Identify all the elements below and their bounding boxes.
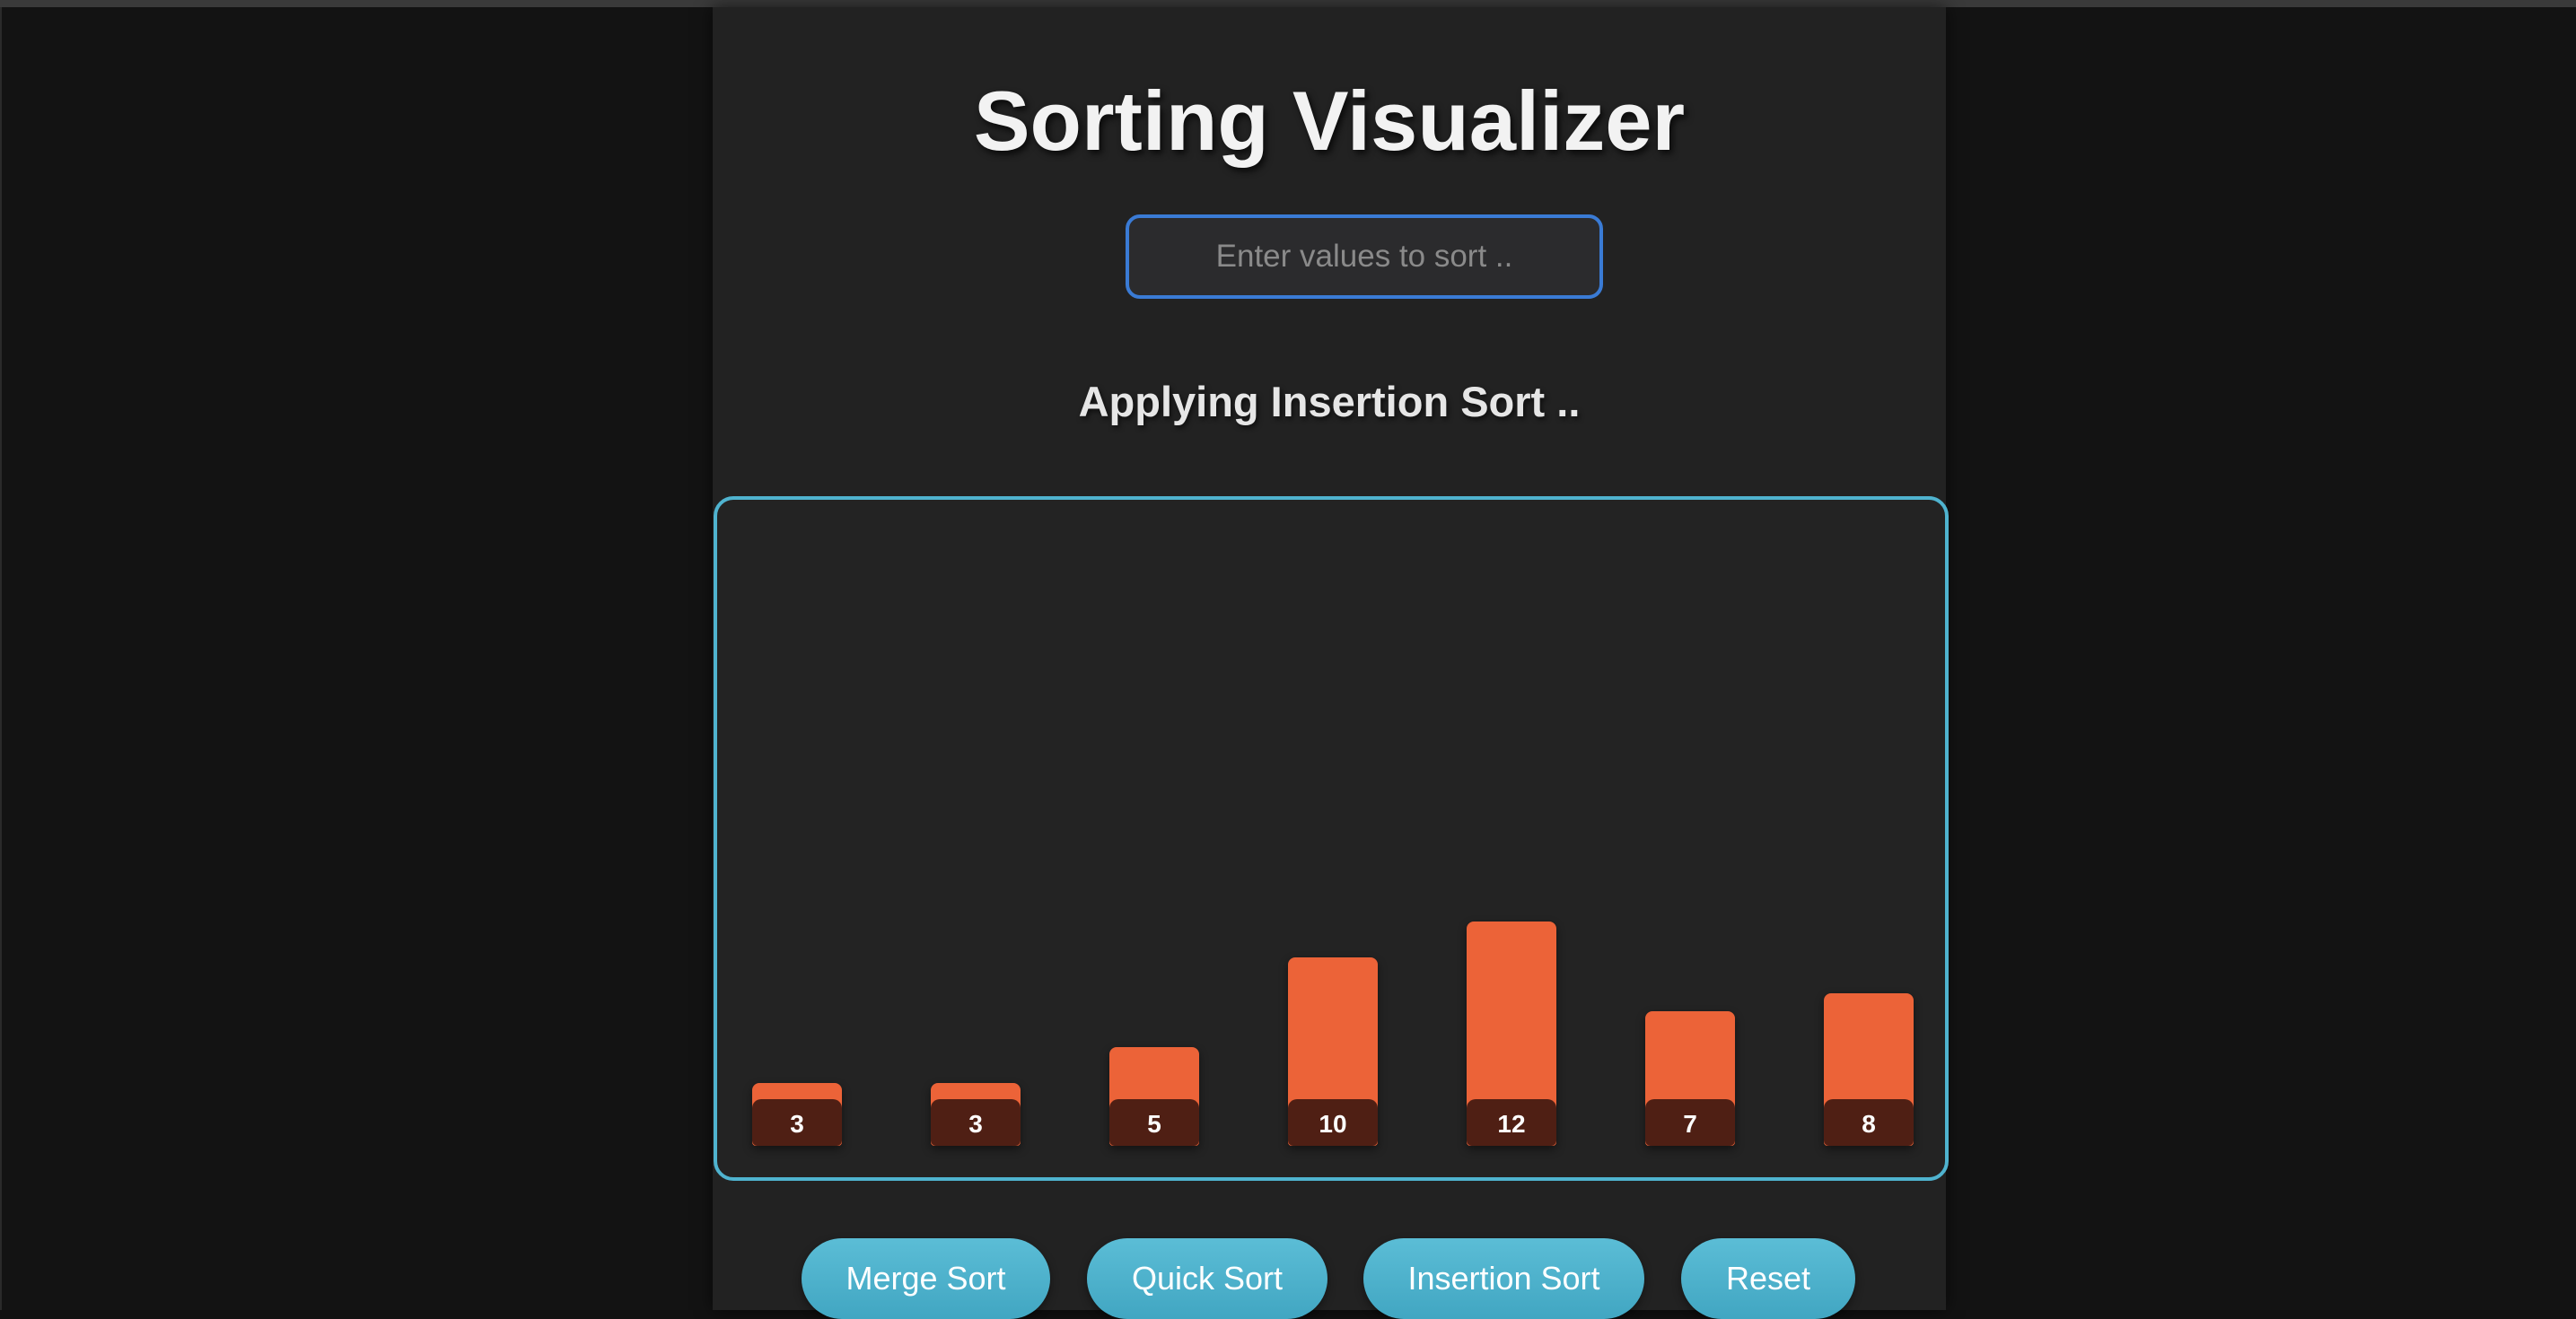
- bar-value-label: 5: [1109, 1099, 1199, 1146]
- merge-sort-button[interactable]: Merge Sort: [802, 1238, 1050, 1319]
- bar-value-label: 8: [1824, 1099, 1914, 1146]
- insertion-sort-button[interactable]: Insertion Sort: [1363, 1238, 1644, 1319]
- status-text: Applying Insertion Sort ..: [1078, 378, 1581, 425]
- quick-sort-button[interactable]: Quick Sort: [1087, 1238, 1327, 1319]
- left-background: [0, 7, 713, 1310]
- bars-visualization: 3 3 5 10 12 7 8: [714, 496, 1949, 1181]
- bar-value-label: 10: [1288, 1099, 1378, 1146]
- bar-value-label: 12: [1467, 1099, 1556, 1146]
- bar-value-label: 7: [1645, 1099, 1735, 1146]
- values-input[interactable]: [1126, 214, 1603, 299]
- right-background: [1946, 7, 2576, 1310]
- reset-button[interactable]: Reset: [1681, 1238, 1855, 1319]
- bar-value-label: 3: [931, 1099, 1021, 1146]
- page-title: Sorting Visualizer: [973, 74, 1686, 168]
- bar-value-label: 3: [752, 1099, 842, 1146]
